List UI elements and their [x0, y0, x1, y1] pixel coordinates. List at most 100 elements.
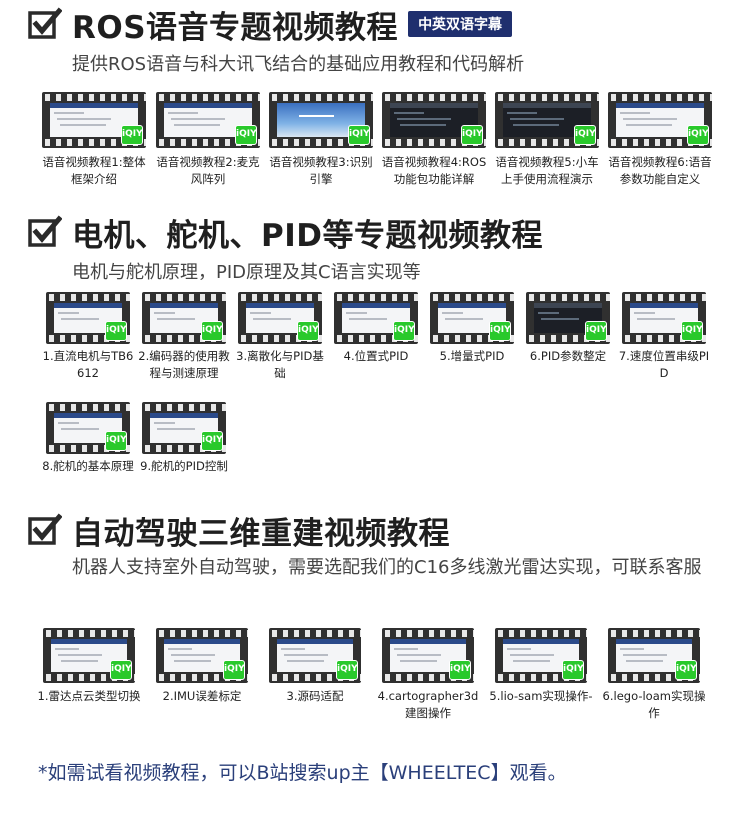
video-title[interactable]: 语音视频教程2:麦克风阵列 [156, 155, 260, 186]
video-title[interactable]: 1.雷达点云类型切换 [37, 689, 141, 703]
video-preview [164, 103, 252, 137]
film-perforation [142, 404, 226, 411]
video-title[interactable]: 5.增量式PID [439, 349, 505, 363]
film-perforation [46, 294, 130, 301]
film-perforation [495, 630, 587, 637]
section-title: 电机、舵机、PID等专题视频教程 [72, 217, 543, 254]
film-perforation [46, 445, 130, 452]
film-perforation [269, 139, 373, 146]
iqiyi-logo-icon: iQIY [348, 125, 370, 145]
video-thumbnail[interactable]: iQIY [608, 92, 712, 148]
video-preview [54, 413, 122, 443]
film-perforation [608, 139, 712, 146]
film-perforation [382, 630, 474, 637]
footer-note: *如需试看视频教程，可以B站搜索up主【WHEELTEC】观看。 [38, 762, 567, 784]
iqiyi-logo-icon: iQIY [121, 125, 143, 145]
video-title[interactable]: 语音视频教程5:小车上手使用流程演示 [495, 155, 599, 186]
video-thumbnail[interactable]: iQIY [269, 92, 373, 148]
video-thumbnail[interactable]: iQIY [238, 292, 322, 344]
video-thumbnail[interactable]: iQIY [526, 292, 610, 344]
iqiyi-logo-icon: iQIY [235, 125, 257, 145]
video-thumbnail[interactable]: iQIY [142, 292, 226, 344]
film-perforation [156, 94, 260, 101]
video-thumbnail[interactable]: iQIY [156, 92, 260, 148]
iqiyi-logo-icon: iQIY [201, 321, 223, 341]
film-perforation [46, 404, 130, 411]
video-thumbnail[interactable]: iQIY [156, 628, 248, 683]
video-thumbnail[interactable]: iQIY [495, 92, 599, 148]
section-autodrive-header: 自动驾驶三维重建视频教程 [28, 508, 450, 552]
video-thumbnail[interactable]: iQIY [46, 292, 130, 344]
video-thumbnail[interactable]: iQIY [382, 92, 486, 148]
video-title[interactable]: 5.lio-sam实现操作- [489, 689, 593, 703]
iqiyi-logo-icon: iQIY [687, 125, 709, 145]
video-thumbnail[interactable]: iQIY [42, 92, 146, 148]
film-perforation [382, 94, 486, 101]
film-perforation [142, 294, 226, 301]
video-title[interactable]: 2.编码器的使用教程与测速原理 [138, 349, 230, 380]
section-subtitle: 提供ROS语音与科大讯飞结合的基础应用教程和代码解析 [72, 54, 525, 75]
video-title[interactable]: 1.直流电机与TB6612 [42, 349, 134, 380]
section-motor-pid-header: 电机、舵机、PID等专题视频教程 [28, 210, 543, 254]
video-title[interactable]: 7.速度位置串级PID [618, 349, 710, 380]
video-title[interactable]: 3.离散化与PID基础 [236, 349, 324, 380]
iqiyi-logo-icon: iQIY [574, 125, 596, 145]
video-thumbnail[interactable]: iQIY [142, 402, 226, 454]
film-perforation [42, 139, 146, 146]
video-title[interactable]: 2.IMU误差标定 [162, 689, 242, 703]
section-ros-voice-header: ROS语音专题视频教程 中英双语字幕 [28, 2, 513, 46]
section-subtitle: 机器人支持室外自动驾驶，需要选配我们的C16多线激光雷达实现，可联系客服 [72, 557, 702, 578]
film-perforation [269, 630, 361, 637]
iqiyi-logo-icon: iQIY [681, 321, 703, 341]
video-title[interactable]: 6.lego-loam实现操作 [602, 689, 706, 720]
video-title[interactable]: 8.舵机的基本原理 [42, 459, 134, 473]
video-title[interactable]: 语音视频教程6:语音参数功能自定义 [608, 155, 712, 186]
iqiyi-logo-icon: iQIY [489, 321, 511, 341]
video-title[interactable]: 9.舵机的PID控制 [140, 459, 228, 473]
film-perforation [156, 674, 248, 681]
video-title[interactable]: 3.源码适配 [286, 689, 344, 703]
film-perforation [608, 674, 700, 681]
video-thumbnail[interactable]: iQIY [46, 402, 130, 454]
film-perforation [382, 674, 474, 681]
video-thumbnail[interactable]: iQIY [382, 628, 474, 683]
iqiyi-logo-icon: iQIY [105, 431, 127, 451]
film-perforation [156, 630, 248, 637]
film-perforation [156, 139, 260, 146]
film-perforation [495, 94, 599, 101]
film-perforation [622, 294, 706, 301]
video-title[interactable]: 语音视频教程3:识别引擎 [269, 155, 373, 186]
video-title[interactable]: 6.PID参数整定 [529, 349, 607, 363]
film-perforation [622, 335, 706, 342]
checkbox-checked-icon [28, 7, 62, 39]
checkbox-checked-icon [28, 513, 62, 545]
iqiyi-logo-icon: iQIY [461, 125, 483, 145]
video-title[interactable]: 语音视频教程4:ROS功能包功能详解 [381, 155, 487, 186]
video-thumbnail[interactable]: iQIY [43, 628, 135, 683]
iqiyi-logo-icon: iQIY [675, 660, 697, 680]
section-subtitle: 电机与舵机原理，PID原理及其C语言实现等 [72, 262, 421, 283]
iqiyi-logo-icon: iQIY [449, 660, 471, 680]
iqiyi-logo-icon: iQIY [110, 660, 132, 680]
iqiyi-logo-icon: iQIY [223, 660, 245, 680]
video-thumbnail[interactable]: iQIY [269, 628, 361, 683]
video-title[interactable]: 语音视频教程1:整体框架介绍 [42, 155, 146, 186]
film-perforation [142, 445, 226, 452]
video-thumbnail[interactable]: iQIY [430, 292, 514, 344]
film-perforation [430, 294, 514, 301]
video-thumbnail[interactable]: iQIY [495, 628, 587, 683]
video-preview [630, 303, 698, 333]
video-title[interactable]: 4.位置式PID [343, 349, 409, 363]
film-perforation [42, 94, 146, 101]
video-title[interactable]: 4.cartographer3d建图操作 [377, 689, 479, 720]
video-thumbnail[interactable]: iQIY [622, 292, 706, 344]
video-thumbnail[interactable]: iQIY [334, 292, 418, 344]
iqiyi-logo-icon: iQIY [105, 321, 127, 341]
section-title: ROS语音专题视频教程 [72, 9, 399, 46]
film-perforation [269, 94, 373, 101]
film-perforation [46, 335, 130, 342]
film-perforation [526, 294, 610, 301]
video-preview [616, 103, 704, 137]
video-thumbnail[interactable]: iQIY [608, 628, 700, 683]
film-perforation [142, 335, 226, 342]
